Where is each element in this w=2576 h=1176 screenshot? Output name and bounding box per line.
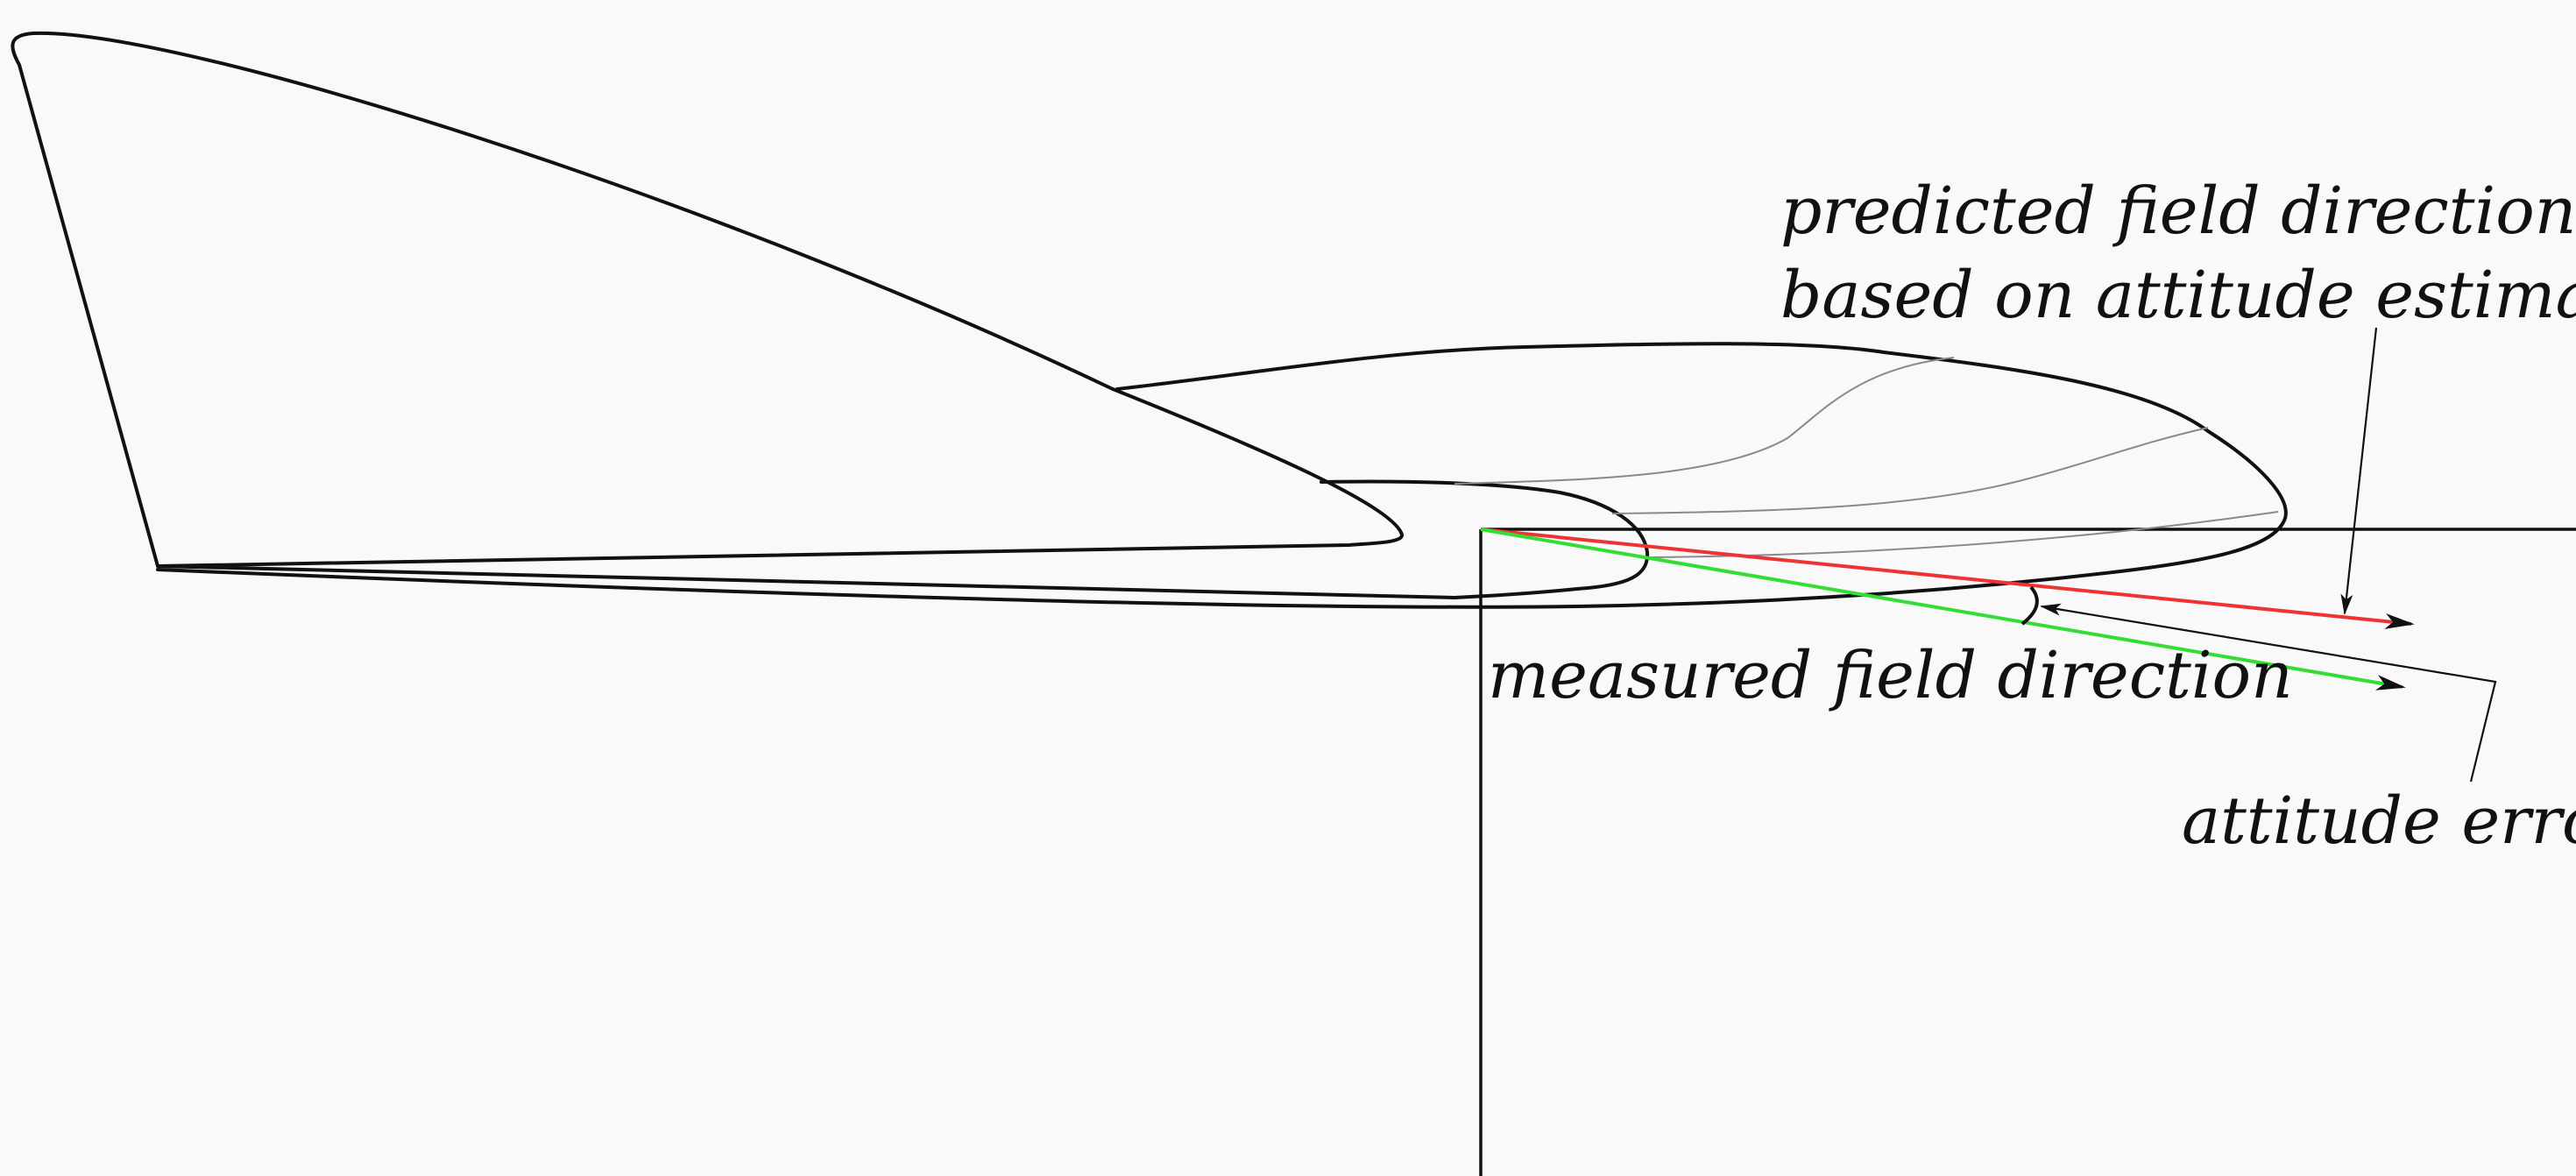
predicted-label-line2: based on attitude estimate xyxy=(1780,258,2576,333)
annotations: predicted field direction, based on atti… xyxy=(1488,174,2576,859)
detail-line xyxy=(1646,511,2279,558)
detail-line xyxy=(1611,427,2209,514)
detail-line xyxy=(1454,357,1955,485)
predicted-leader-line xyxy=(2340,327,2378,615)
attitude-error-arc xyxy=(2020,585,2039,626)
wing-trailing-edge xyxy=(156,564,1456,599)
attitude-error-leader-line xyxy=(2040,603,2497,783)
surface-detail-lines xyxy=(1454,357,2279,558)
leader-lines xyxy=(2040,327,2497,783)
measured-field-vector xyxy=(1480,528,2406,691)
predicted-field-vector xyxy=(1480,528,2415,629)
measured-label: measured field direction xyxy=(1488,638,2293,713)
field-vectors xyxy=(1480,528,2415,691)
attitude-error-label: attitude error xyxy=(2182,783,2576,859)
fuselage-outline xyxy=(156,342,2288,609)
predicted-label-line1: predicted field direction, xyxy=(1780,174,2576,249)
reference-axes xyxy=(1479,528,2576,1176)
wing-outline xyxy=(11,31,1404,568)
